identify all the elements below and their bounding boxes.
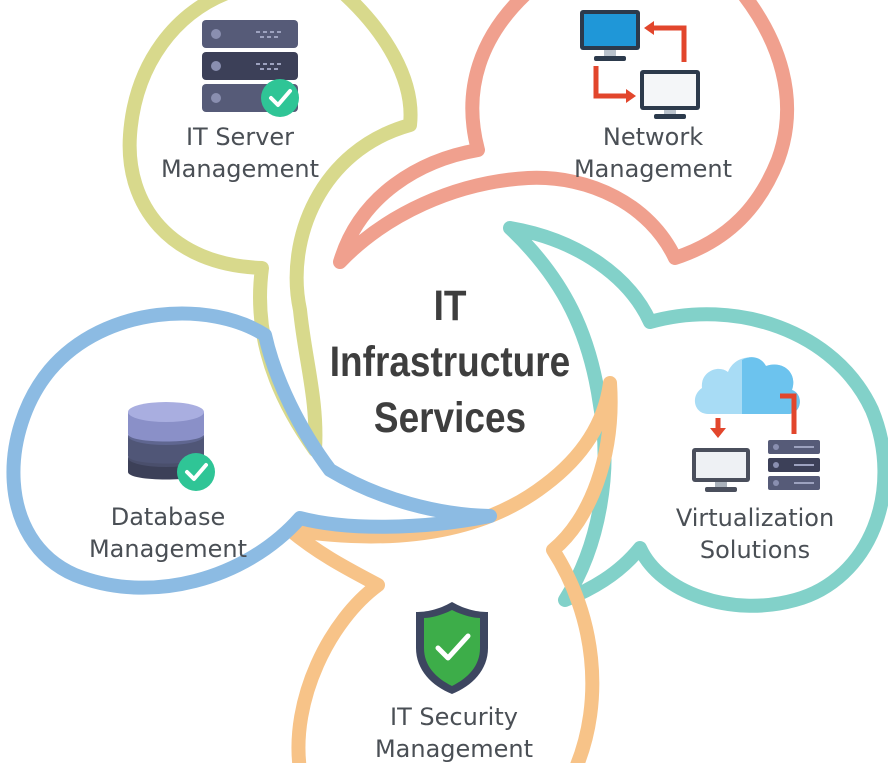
center-title-line3: Services (373, 394, 527, 442)
database-petal (6, 306, 497, 595)
network-petal (333, 0, 795, 269)
database-label: Database Management (68, 501, 268, 565)
server-stack-icon (202, 20, 299, 117)
cloud-virtualization-icon (692, 357, 820, 492)
center-title-line2: Infrastructure (329, 338, 571, 386)
security-petal (283, 376, 618, 763)
security-label-line2: Management (374, 735, 534, 763)
network-computers-icon (580, 10, 700, 119)
network-label-line1: Network (602, 123, 704, 151)
security-label-line1: IT Security (390, 703, 518, 731)
database-label-line1: Database (110, 503, 226, 531)
security-shield-icon (416, 602, 488, 694)
server-label-line1: IT Server (185, 123, 295, 151)
virtualization-label-line2: Solutions (699, 536, 811, 564)
database-icon (128, 402, 215, 491)
network-label: Network Management (553, 121, 753, 185)
virtualization-label-line1: Virtualization (675, 504, 835, 532)
server-label-line2: Management (160, 155, 320, 183)
database-label-line2: Management (88, 535, 248, 563)
server-petal (122, 0, 418, 457)
center-title: IT Infrastructure Services (321, 278, 579, 446)
virtualization-label: Virtualization Solutions (655, 502, 855, 566)
server-label: IT Server Management (140, 121, 340, 185)
center-title-line1: IT (433, 282, 467, 330)
security-label: IT Security Management (354, 701, 554, 765)
network-label-line2: Management (573, 155, 733, 183)
